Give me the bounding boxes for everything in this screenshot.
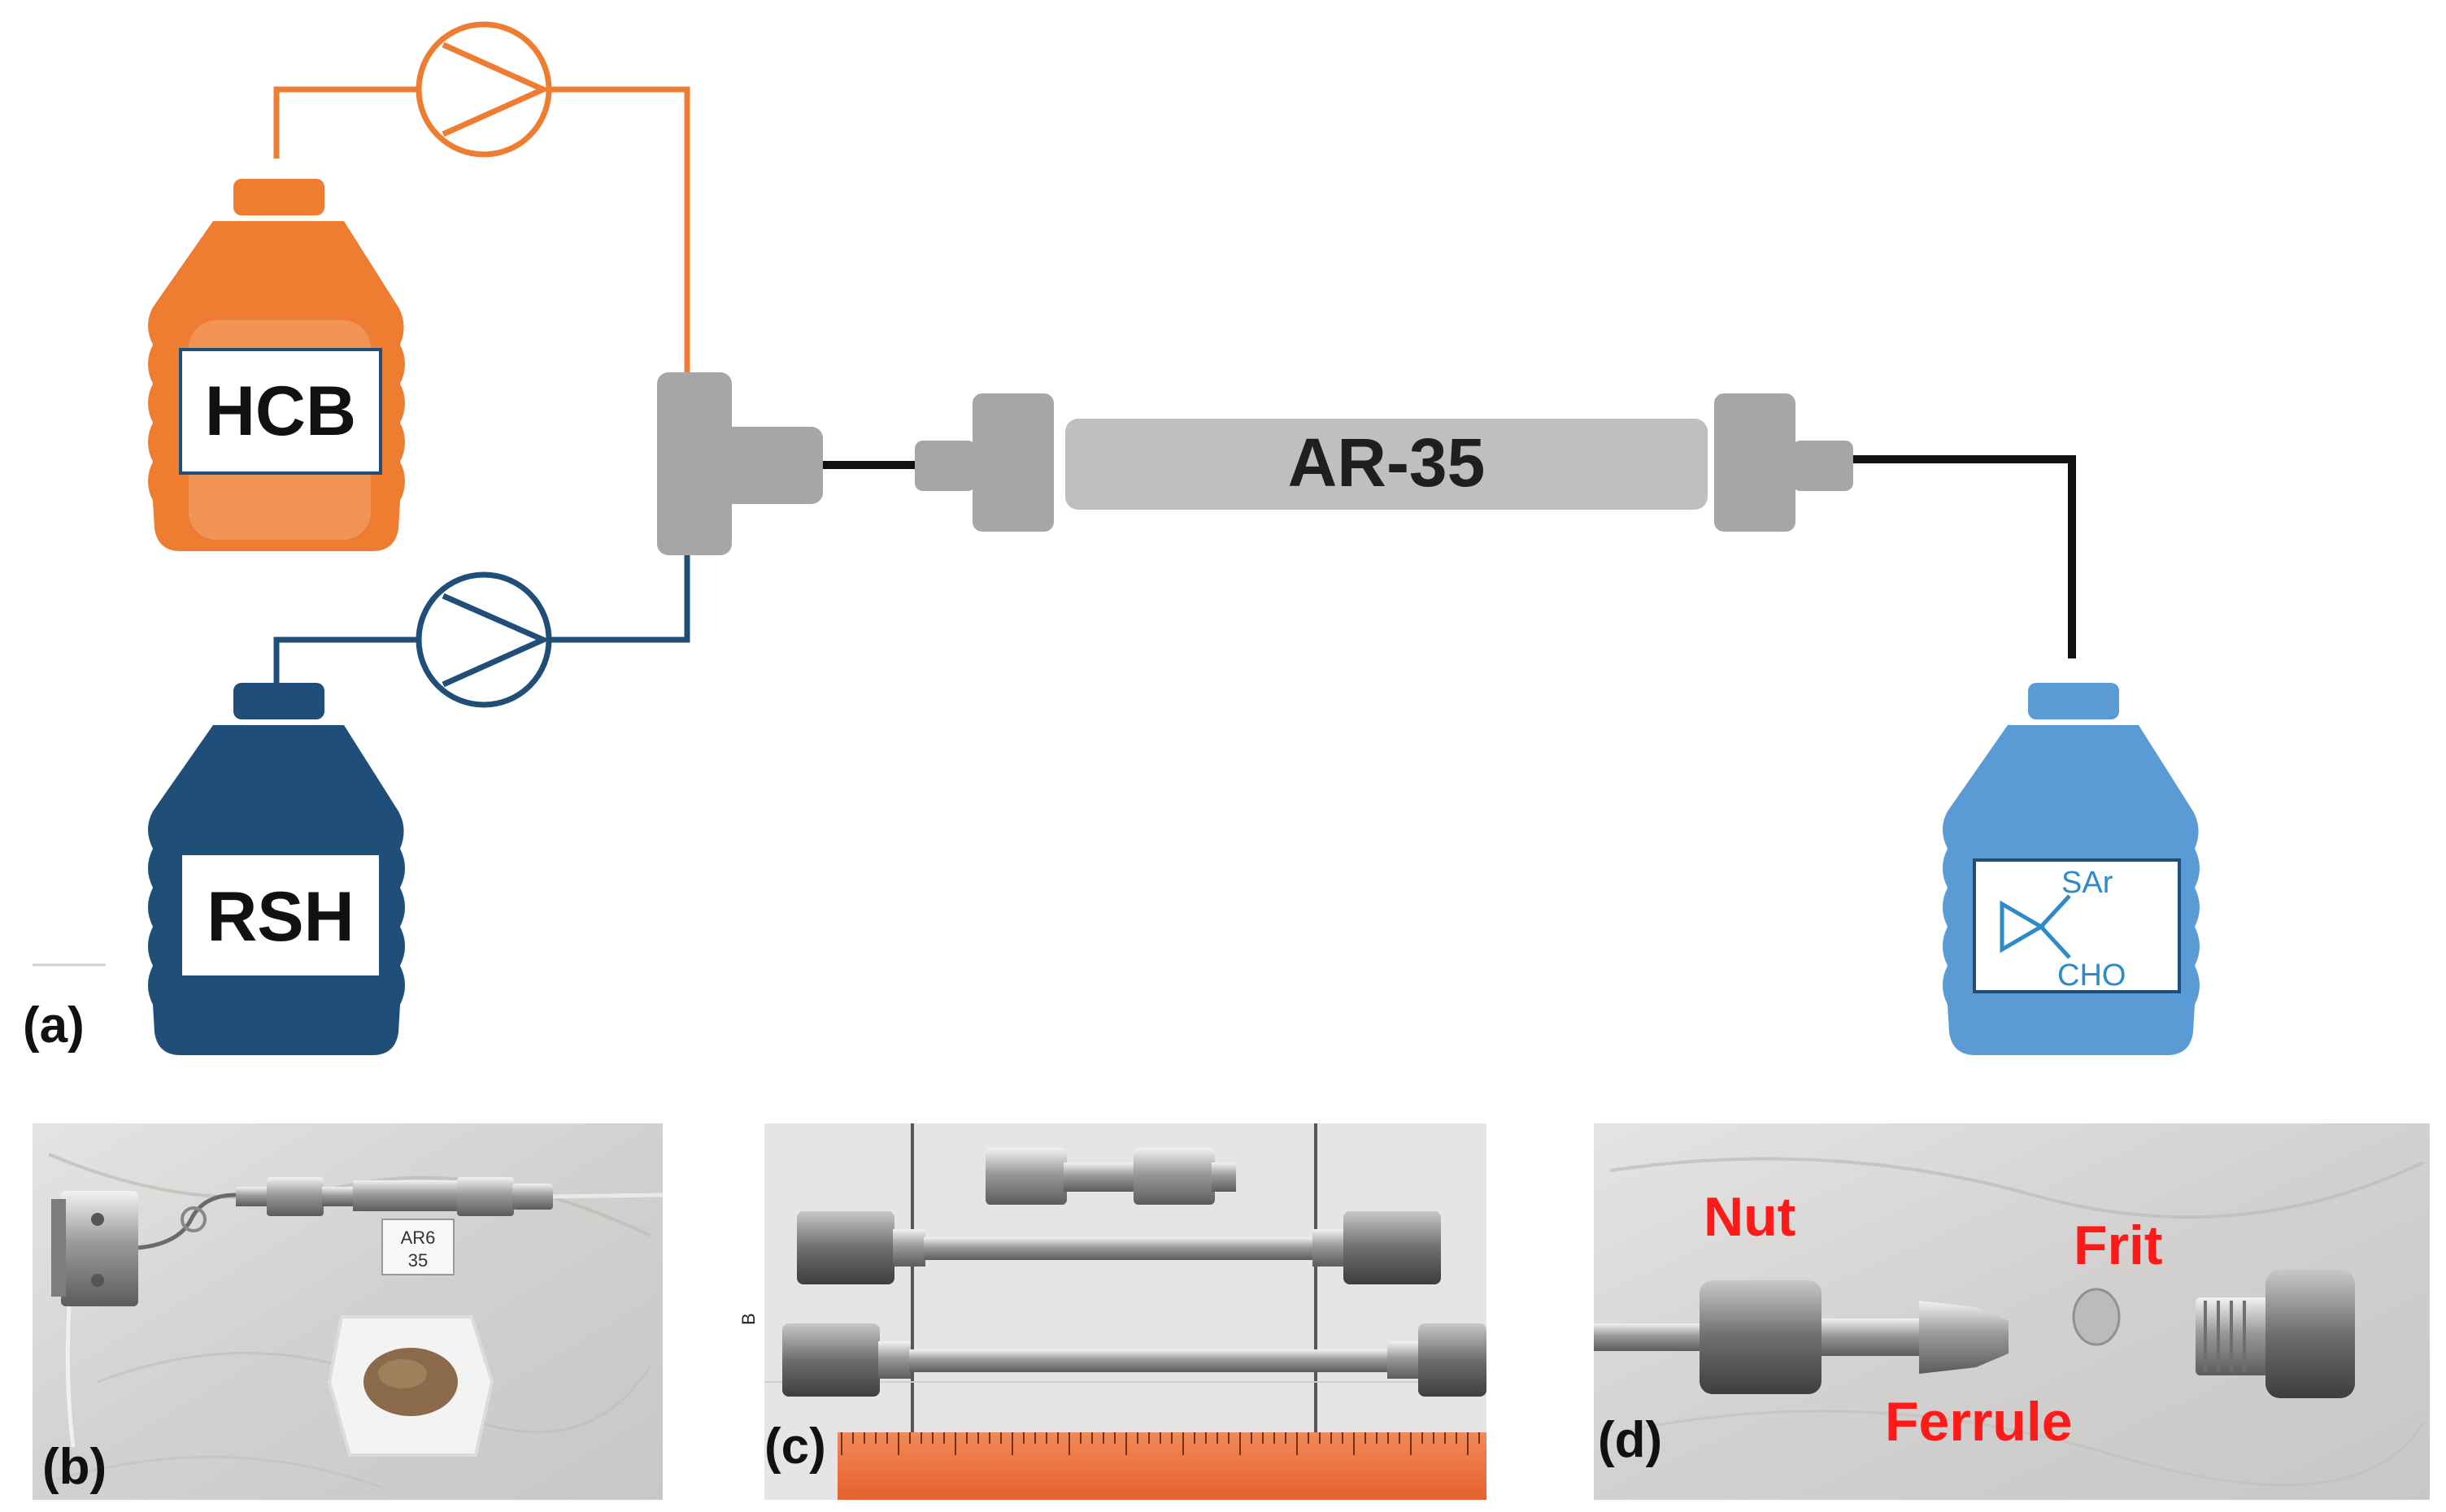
panel-b-photo: AR6 35 (b) <box>33 1123 664 1500</box>
rsh-label-box <box>179 852 382 979</box>
product-cho-label: CHO <box>2057 958 2126 993</box>
tag-line-1: AR6 <box>401 1227 436 1248</box>
hcb-label-box <box>179 348 382 475</box>
ruler <box>838 1432 1486 1500</box>
panel-d-photo: Nut Frit Ferrule (d) <box>1594 1123 2430 1500</box>
frit-part <box>2072 1288 2121 1346</box>
panel-c-label: (c) <box>764 1419 826 1475</box>
column-inlet-fitting <box>915 393 1054 532</box>
hcb-feed-line <box>273 86 690 382</box>
hcb-pump-icon <box>416 21 552 158</box>
outlet-line <box>1853 455 2076 658</box>
product-structure-icon <box>2000 894 2071 959</box>
ferrule-label: Ferrule <box>1885 1391 2073 1453</box>
t-connector <box>657 372 823 555</box>
side-mark: B <box>738 1313 759 1325</box>
panel-c-photo: B (c) <box>738 1123 1486 1500</box>
panel-b-label: (b) <box>42 1439 107 1495</box>
frit-label: Frit <box>2074 1214 2163 1276</box>
ferrule-part <box>1919 1301 2009 1374</box>
rsh-label: RSH <box>207 878 355 956</box>
panel-a: HCB RSH AR-35 <box>23 21 2200 1055</box>
nut-part <box>1700 1280 1821 1394</box>
product-sar-label: SAr <box>2061 866 2113 900</box>
hcb-label: HCB <box>205 372 356 450</box>
panel-a-label: (a) <box>23 997 85 1054</box>
column-outlet-fitting <box>1714 393 1853 532</box>
product-label-box <box>1973 858 2181 993</box>
nut-label: Nut <box>1704 1186 1795 1248</box>
rsh-pump-icon <box>416 571 552 708</box>
column-tag <box>381 1219 455 1275</box>
ar35-column <box>1065 419 1708 510</box>
tag-line-2: 35 <box>408 1250 428 1271</box>
rsh-feed-line <box>273 528 690 683</box>
column-label: AR-35 <box>1288 424 1486 501</box>
panel-d-label: (d) <box>1598 1412 1662 1468</box>
t-block <box>61 1191 138 1306</box>
